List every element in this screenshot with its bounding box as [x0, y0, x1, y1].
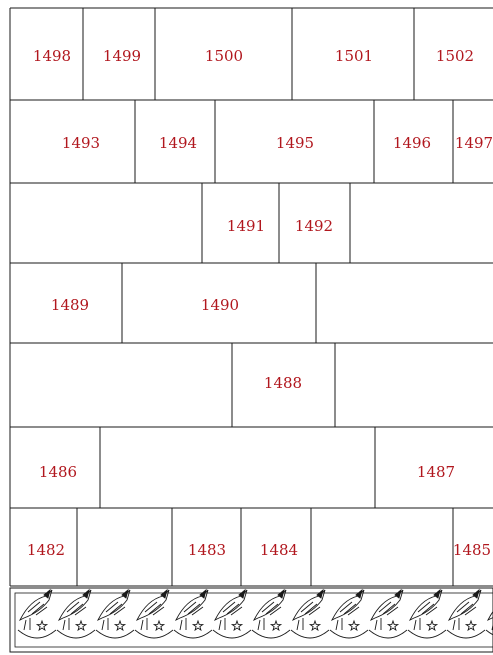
block-label: 1492 [295, 217, 333, 235]
block-label: 1496 [393, 134, 431, 152]
bird-and-star-icon [408, 590, 446, 638]
block-label: 1491 [227, 217, 265, 235]
bird-and-star-icon [447, 590, 485, 638]
block-label: 1495 [276, 134, 314, 152]
block-label: 1486 [39, 463, 77, 481]
block-label: 1499 [103, 47, 141, 65]
bird-and-star-icon [330, 590, 368, 638]
block-label: 1497 [455, 134, 493, 152]
bird-and-star-icon [213, 590, 251, 638]
block-label: 1500 [205, 47, 243, 65]
block-label: 1485 [453, 541, 491, 559]
bird-and-star-icon [174, 590, 212, 638]
block-label: 1490 [201, 296, 239, 314]
bird-and-star-icon [18, 590, 56, 638]
frieze-frame [10, 588, 493, 652]
decorative-frieze [10, 588, 493, 652]
bird-and-star-icon [291, 590, 329, 638]
block-label: 1502 [436, 47, 474, 65]
bird-and-star-icon [135, 590, 173, 638]
block-label: 1494 [159, 134, 197, 152]
block-label: 1484 [260, 541, 298, 559]
block-label: 1493 [62, 134, 100, 152]
block-label: 1483 [188, 541, 226, 559]
bird-and-star-icon [96, 590, 134, 638]
bird-and-star-icon [252, 590, 290, 638]
block-label: 1489 [51, 296, 89, 314]
block-label: 1487 [417, 463, 455, 481]
bird-and-star-icon [57, 590, 95, 638]
block-label: 1498 [33, 47, 71, 65]
bird-and-star-icon [369, 590, 407, 638]
block-label: 1488 [264, 374, 302, 392]
block-label: 1501 [335, 47, 373, 65]
bird-and-star-icon [486, 590, 493, 638]
block-label: 1482 [27, 541, 65, 559]
